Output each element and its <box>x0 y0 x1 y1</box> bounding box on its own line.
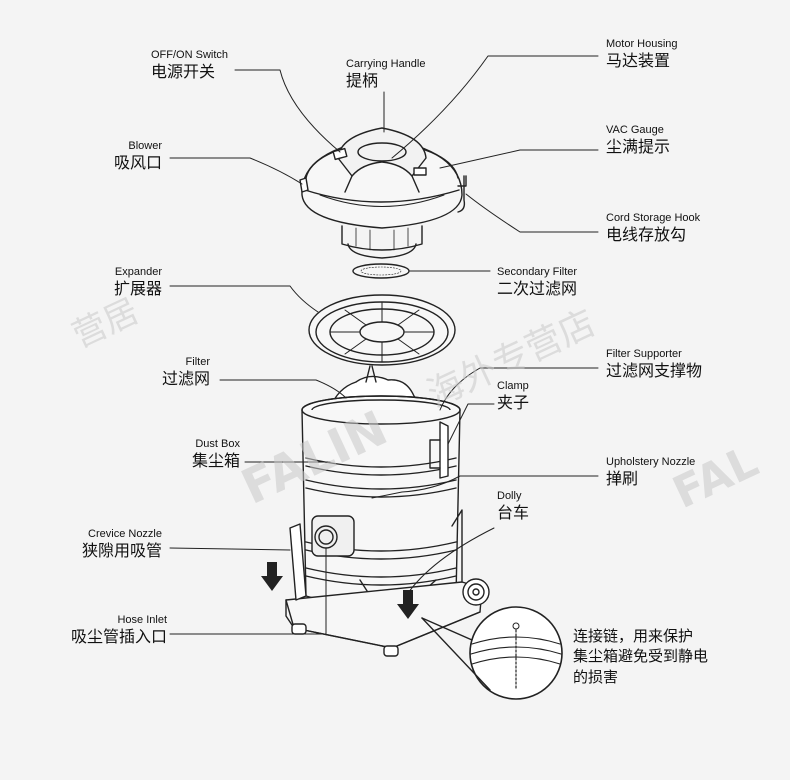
expander <box>308 294 456 366</box>
label-off-on-switch: OFF/ON Switch 电源开关 <box>151 49 229 82</box>
label-cord-storage-hook: Cord Storage Hook 电线存放勾 <box>606 212 701 245</box>
chain-note-line-2: 集尘箱避免受到静电 <box>573 647 709 666</box>
label-motor-housing: Motor Housing 马达装置 <box>606 38 678 71</box>
label-expander: Expander 扩展器 <box>113 266 162 299</box>
label-blower: Blower 吸风口 <box>113 140 162 173</box>
dust-box <box>301 395 461 636</box>
crevice-nozzle <box>289 523 307 601</box>
label-dust-box: Dust Box 集尘箱 <box>191 438 240 471</box>
magnifier-detail <box>421 606 563 700</box>
chain-note: 连接链，用来保护 集尘箱避免受到静电 的损害 <box>573 626 708 687</box>
label-clamp: Clamp 夹子 <box>497 380 530 413</box>
label-dolly: Dolly 台车 <box>497 490 530 523</box>
label-filter-supporter: Filter Supporter 过滤网支撑物 <box>606 348 703 381</box>
label-secondary-filter: Secondary Filter 二次过滤网 <box>497 266 578 299</box>
label-crevice-nozzle: Crevice Nozzle 狭隙用吸管 <box>81 528 162 561</box>
chain-note-line-3: 的损害 <box>573 667 619 686</box>
motor-head <box>299 127 467 259</box>
label-upholstery-nozzle: Upholstery Nozzle 掸刷 <box>606 456 696 489</box>
label-hose-inlet: Hose Inlet 吸尘管插入口 <box>70 614 167 647</box>
down-arrows <box>261 562 419 619</box>
dolly <box>285 509 490 657</box>
chain-note-line-1: 连接链，用来保护 <box>573 627 694 645</box>
leader-lines <box>169 55 599 635</box>
label-filter: Filter 过滤网 <box>161 356 210 389</box>
label-vac-gauge: VAC Gauge 尘满提示 <box>606 124 671 157</box>
label-carrying-handle: Carrying Handle 提柄 <box>346 58 426 91</box>
secondary-filter <box>352 263 410 279</box>
